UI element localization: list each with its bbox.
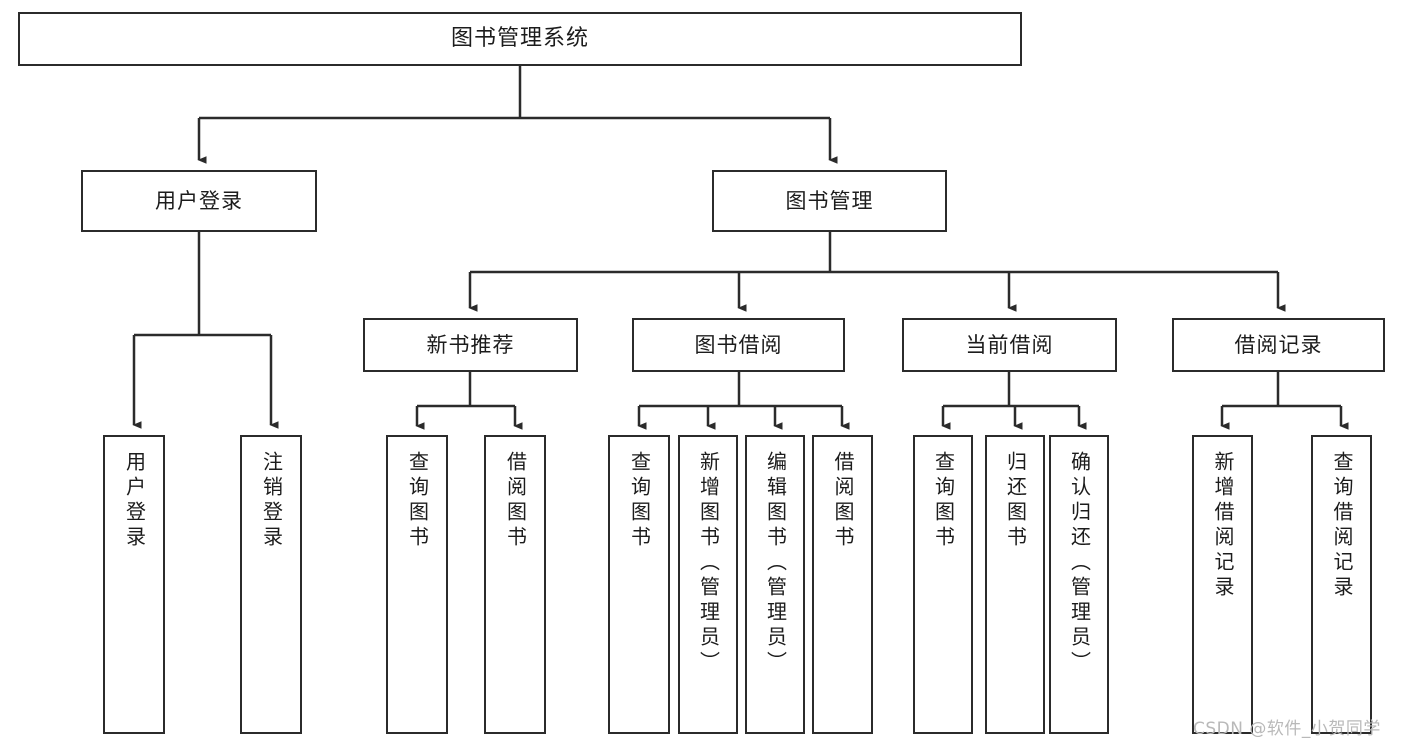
node-leaf-user-login-label: 用户登录 [122, 451, 147, 551]
node-leaf-edit-book-admin[interactable]: 编辑图书（管理员） [745, 435, 805, 734]
node-leaf-return-book-label: 归还图书 [1003, 451, 1028, 551]
node-leaf-recommend-borrow-book-label: 借阅图书 [503, 451, 528, 551]
node-leaf-borrow-book[interactable]: 借阅图书 [812, 435, 873, 734]
node-leaf-borrow-query-book[interactable]: 查询图书 [608, 435, 670, 734]
node-leaf-current-query-book-label: 查询图书 [931, 451, 956, 551]
node-leaf-return-book[interactable]: 归还图书 [985, 435, 1045, 734]
node-leaf-confirm-return-admin[interactable]: 确认归还（管理员） [1049, 435, 1109, 734]
csdn-watermark: CSDN @软件_小贺同学 [1193, 719, 1381, 739]
node-leaf-edit-book-admin-label: 编辑图书（管理员） [763, 451, 788, 676]
node-leaf-recommend-query-book[interactable]: 查询图书 [386, 435, 448, 734]
node-leaf-add-book-admin[interactable]: 新增图书（管理员） [678, 435, 738, 734]
node-level1-book-management[interactable]: 图书管理 [712, 170, 947, 232]
node-level1-book-management-label: 图书管理 [785, 188, 874, 213]
node-leaf-user-logout[interactable]: 注销登录 [240, 435, 302, 734]
node-root[interactable]: 图书管理系统 [18, 12, 1022, 66]
node-leaf-recommend-query-book-label: 查询图书 [405, 451, 430, 551]
node-leaf-borrow-book-label: 借阅图书 [831, 451, 855, 551]
node-leaf-borrow-query-book-label: 查询图书 [627, 451, 652, 551]
node-leaf-current-query-book[interactable]: 查询图书 [913, 435, 973, 734]
node-leaf-add-borrow-record-label: 新增借阅记录 [1211, 451, 1235, 601]
node-leaf-add-book-admin-label: 新增图书（管理员） [696, 451, 721, 676]
node-level1-user-login[interactable]: 用户登录 [81, 170, 317, 232]
node-level1-user-login-label: 用户登录 [155, 188, 243, 213]
node-leaf-user-login[interactable]: 用户登录 [103, 435, 165, 734]
node-leaf-confirm-return-admin-label: 确认归还（管理员） [1067, 451, 1092, 676]
node-root-label: 图书管理系统 [450, 26, 589, 52]
node-leaf-add-borrow-record[interactable]: 新增借阅记录 [1192, 435, 1253, 734]
node-leaf-query-borrow-record[interactable]: 查询借阅记录 [1311, 435, 1372, 734]
node-leaf-recommend-borrow-book[interactable]: 借阅图书 [484, 435, 546, 734]
node-level2-current-borrow[interactable]: 当前借阅 [902, 318, 1117, 372]
node-level2-book-borrow[interactable]: 图书借阅 [632, 318, 845, 372]
node-level2-borrow-records-label: 借阅记录 [1234, 332, 1323, 357]
node-level2-borrow-records[interactable]: 借阅记录 [1172, 318, 1385, 372]
node-level2-current-borrow-label: 当前借阅 [965, 332, 1054, 357]
node-level2-book-borrow-label: 图书借阅 [694, 332, 783, 357]
node-level2-new-book-recommend-label: 新书推荐 [426, 332, 515, 357]
node-level2-new-book-recommend[interactable]: 新书推荐 [363, 318, 578, 372]
node-leaf-query-borrow-record-label: 查询借阅记录 [1330, 451, 1354, 601]
node-leaf-user-logout-label: 注销登录 [259, 451, 284, 551]
